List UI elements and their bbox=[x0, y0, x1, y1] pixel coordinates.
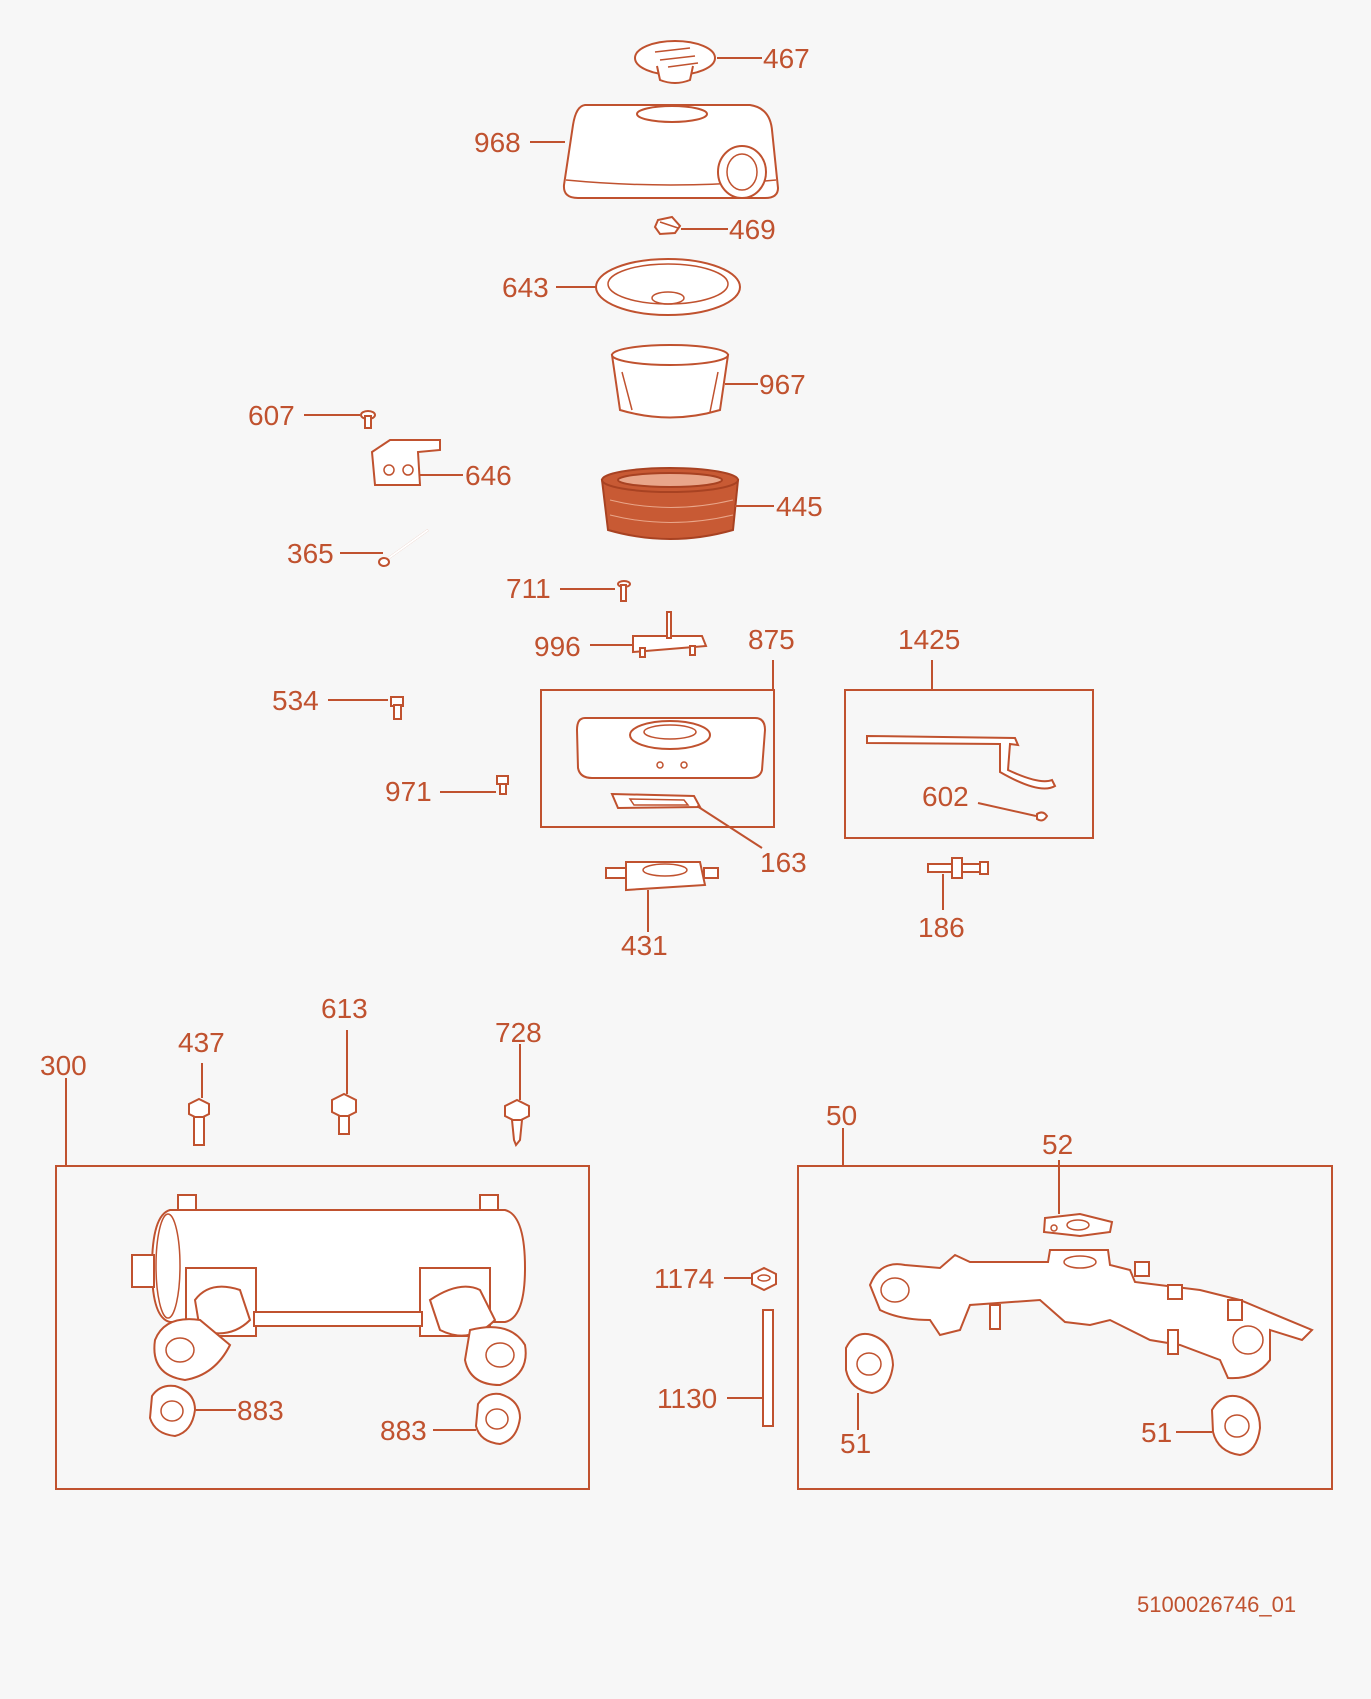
part-728-bolt[interactable] bbox=[504, 1098, 530, 1147]
part-534-screw[interactable] bbox=[390, 696, 404, 720]
part-469-nut[interactable] bbox=[653, 215, 682, 236]
callout-163: 163 bbox=[760, 847, 807, 878]
part-52-gasket[interactable] bbox=[1042, 1212, 1114, 1238]
part-1425-breather-tube[interactable] bbox=[866, 734, 1057, 790]
part-51-gasket-left[interactable] bbox=[845, 1332, 895, 1395]
part-467-cap[interactable] bbox=[634, 40, 716, 84]
callout-646: 646 bbox=[465, 460, 512, 491]
callout-51-left: 51 bbox=[840, 1428, 871, 1459]
part-971-screw[interactable] bbox=[496, 775, 509, 795]
callout-883-right: 883 bbox=[380, 1415, 427, 1446]
part-883-gasket-left[interactable] bbox=[148, 1384, 197, 1438]
callout-52: 52 bbox=[1042, 1129, 1073, 1160]
callout-534: 534 bbox=[272, 685, 319, 716]
callout-300: 300 bbox=[40, 1050, 87, 1081]
callout-51-right: 51 bbox=[1141, 1417, 1172, 1448]
part-445-filter[interactable] bbox=[600, 467, 740, 540]
callout-602: 602 bbox=[922, 781, 969, 812]
callout-643: 643 bbox=[502, 272, 549, 303]
callout-431: 431 bbox=[621, 930, 668, 961]
callout-967: 967 bbox=[759, 369, 806, 400]
group-box-300 bbox=[55, 1165, 590, 1490]
part-163-gasket[interactable] bbox=[610, 792, 702, 810]
callout-1130: 1130 bbox=[657, 1383, 717, 1414]
callout-445: 445 bbox=[776, 491, 823, 522]
part-186-fitting[interactable] bbox=[927, 857, 989, 879]
part-646-bracket[interactable] bbox=[370, 439, 441, 486]
callout-1174: 1174 bbox=[654, 1263, 714, 1294]
part-50-manifold[interactable] bbox=[868, 1249, 1314, 1380]
part-607-screw[interactable] bbox=[360, 410, 376, 429]
callout-607: 607 bbox=[248, 400, 295, 431]
callout-50: 50 bbox=[826, 1100, 857, 1131]
callout-186: 186 bbox=[918, 912, 965, 943]
callout-613: 613 bbox=[321, 993, 368, 1024]
part-602-clip[interactable] bbox=[1036, 811, 1049, 822]
callout-1425: 1425 bbox=[898, 624, 960, 655]
part-365-bolt[interactable] bbox=[378, 529, 429, 567]
callout-996: 996 bbox=[534, 631, 581, 662]
part-613-bolt[interactable] bbox=[331, 1092, 357, 1135]
diagram-code: 5100026746_01 bbox=[1137, 1592, 1296, 1617]
callout-971: 971 bbox=[385, 776, 432, 807]
part-883-gasket-right[interactable] bbox=[474, 1392, 522, 1446]
callout-365: 365 bbox=[287, 538, 334, 569]
group-box-50 bbox=[797, 1165, 1333, 1490]
part-967-ring[interactable] bbox=[610, 344, 730, 419]
callout-968: 968 bbox=[474, 127, 521, 158]
callout-467: 467 bbox=[763, 43, 810, 74]
part-996-stud-plate[interactable] bbox=[632, 611, 708, 658]
group-box-1425 bbox=[844, 689, 1094, 839]
part-437-bolt[interactable] bbox=[188, 1097, 210, 1146]
callout-437: 437 bbox=[178, 1027, 225, 1058]
callout-711: 711 bbox=[506, 573, 551, 604]
group-box-875 bbox=[540, 689, 775, 828]
part-1174-nut[interactable] bbox=[751, 1266, 777, 1292]
callout-883-left: 883 bbox=[237, 1395, 284, 1426]
callout-728: 728 bbox=[495, 1017, 542, 1048]
part-875-base-plate[interactable] bbox=[575, 717, 767, 779]
callout-875: 875 bbox=[748, 624, 795, 655]
part-300-muffler[interactable] bbox=[131, 1194, 527, 1387]
part-643-plate[interactable] bbox=[595, 258, 741, 316]
part-711-screw[interactable] bbox=[617, 580, 631, 602]
part-1130-stud[interactable] bbox=[762, 1309, 774, 1427]
part-968-cover[interactable] bbox=[562, 104, 780, 199]
callout-469: 469 bbox=[729, 214, 776, 245]
part-51-gasket-right[interactable] bbox=[1210, 1394, 1262, 1457]
part-431-adapter[interactable] bbox=[605, 861, 719, 892]
